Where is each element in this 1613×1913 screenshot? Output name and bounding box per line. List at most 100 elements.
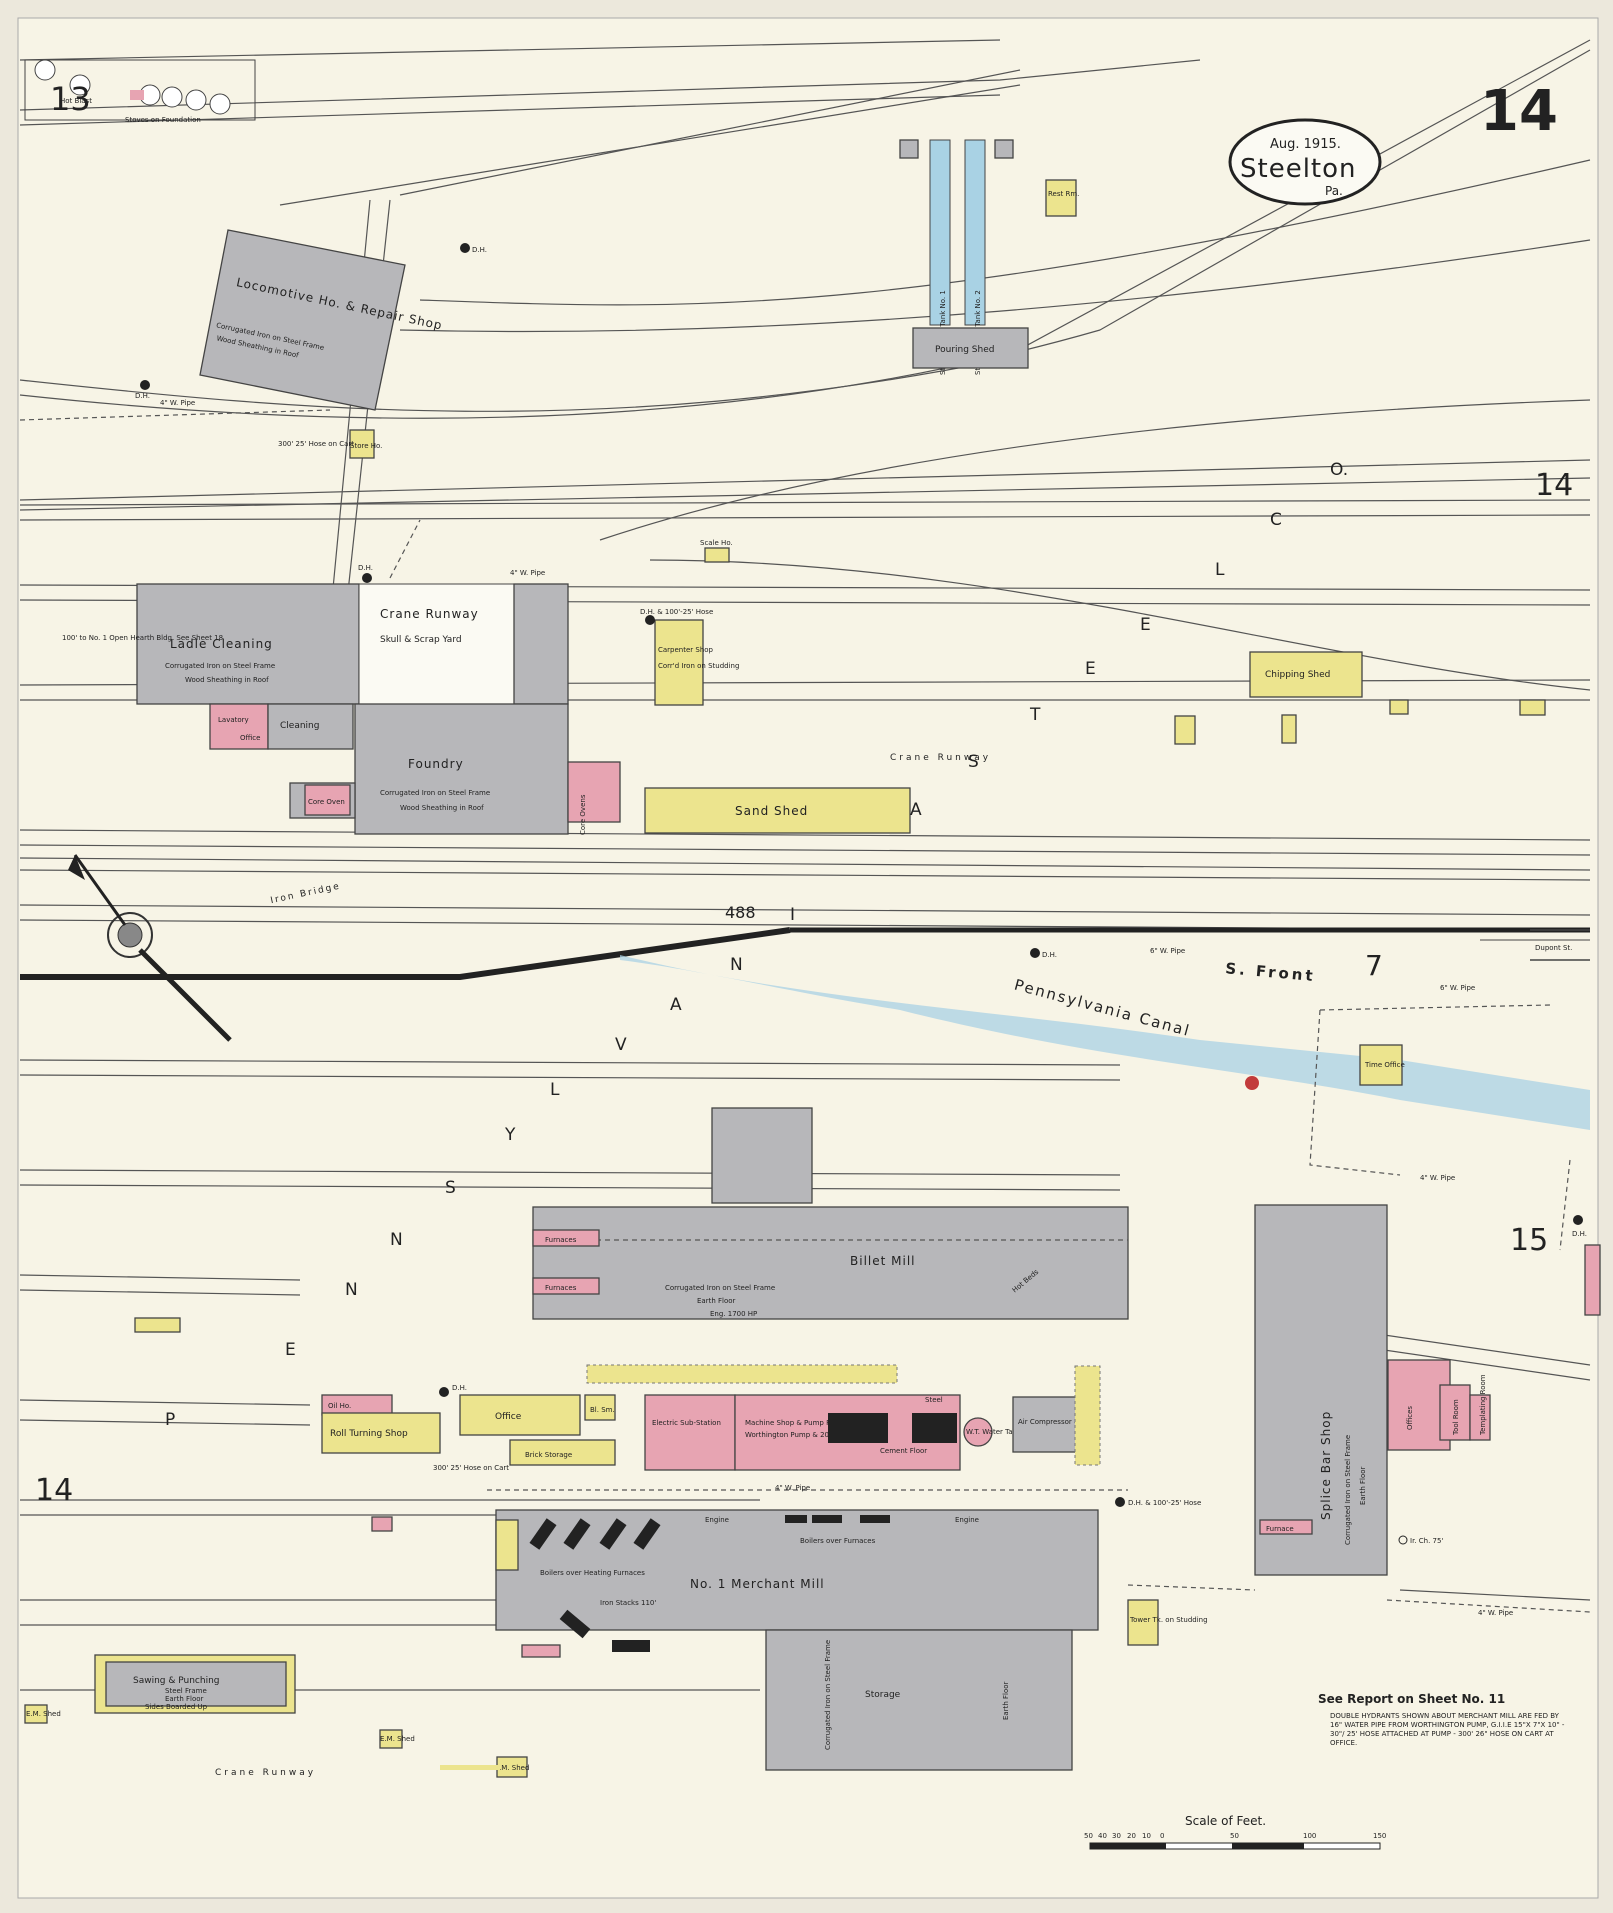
small-shed-2	[1519, 699, 1546, 716]
foundry: Foundry Corrugated Iron on Steel Frame W…	[289, 703, 621, 835]
hydrant-note: Double hydrants shown about merchant mil…	[1330, 1712, 1565, 1747]
chipping-shed	[1249, 651, 1363, 698]
small-yellow-shed	[134, 1317, 181, 1333]
crane-rail-strip	[440, 1765, 500, 1770]
bl-sm	[584, 1394, 616, 1421]
svg-text:Skull & Scrap Yard: Skull & Scrap Yard	[380, 635, 462, 645]
svg-text:100' to No. 1 Open Hearth Bldg: 100' to No. 1 Open Hearth Bldg. See Shee…	[62, 634, 223, 642]
svg-text:Furnaces: Furnaces	[545, 1284, 577, 1292]
svg-text:Oil Ho.: Oil Ho.	[328, 1402, 351, 1410]
crane-runway-label-top: Crane Runway	[890, 753, 991, 763]
route-488-label: 488	[725, 903, 756, 922]
svg-text:Eng. 1700 HP: Eng. 1700 HP	[710, 1310, 757, 1318]
svg-text:A: A	[910, 800, 922, 820]
em-shed	[24, 1704, 48, 1724]
svg-text:Earth Floor: Earth Floor	[1002, 1681, 1010, 1720]
map-date: Aug. 1915.	[1270, 137, 1341, 152]
svg-text:E.M. Shed: E.M. Shed	[26, 1710, 61, 1718]
svg-text:Chipping Shed: Chipping Shed	[1265, 670, 1330, 680]
svg-text:20: 20	[1127, 1832, 1136, 1840]
north-arrow-icon	[68, 854, 232, 1042]
splice-bar-shop: Splice Bar Shop Corrugated Iron on Steel…	[1254, 1204, 1388, 1576]
water-pipes	[19, 409, 1591, 1613]
sand-shed	[644, 787, 911, 834]
svg-text:Templating Room: Templating Room	[1479, 1374, 1487, 1436]
svg-text:L: L	[1215, 560, 1225, 580]
svg-text:Bl. Sm.: Bl. Sm.	[590, 1406, 615, 1414]
svg-text:Earth Floor: Earth Floor	[1359, 1466, 1367, 1505]
svg-text:N: N	[390, 1230, 403, 1250]
hydrants: D.H. D.H. D.H. D.H. & 100'-25' Hose D.H.…	[135, 243, 1587, 1545]
carpenter-shop	[654, 619, 704, 706]
svg-text:Corrugated Iron on Steel Frame: Corrugated Iron on Steel Frame	[824, 1640, 832, 1750]
svg-text:Lavatory: Lavatory	[218, 716, 249, 724]
svg-text:Boilers over Furnaces: Boilers over Furnaces	[800, 1537, 876, 1545]
svg-text:Engine: Engine	[955, 1516, 979, 1524]
svg-text:Carpenter Shop: Carpenter Shop	[658, 646, 714, 654]
merchant-mill: Engine Engine Boilers over Furnaces Boil…	[495, 1509, 1099, 1771]
svg-text:Corrugated Iron on Steel Frame: Corrugated Iron on Steel Frame	[1344, 1435, 1352, 1545]
svg-text:Sand Shed: Sand Shed	[735, 804, 808, 818]
brick-storage	[509, 1439, 616, 1466]
svg-text:Wood Sheathing in Roof: Wood Sheathing in Roof	[185, 676, 269, 684]
adjacent-sheet-15: 15	[1510, 1223, 1548, 1258]
small-shed-3	[1389, 699, 1409, 715]
svg-text:30: 30	[1112, 1832, 1121, 1840]
svg-text:100: 100	[1303, 1832, 1316, 1840]
svg-text:Air Compressor (Steel): Air Compressor (Steel)	[1018, 1418, 1097, 1426]
svg-text:Sawing & Punching: Sawing & Punching	[133, 1676, 220, 1686]
time-office	[1359, 1044, 1403, 1086]
svg-text:Billet Mill: Billet Mill	[850, 1254, 916, 1268]
svg-text:Storage: Storage	[865, 1690, 901, 1700]
roll-turning-shop	[321, 1412, 441, 1454]
svg-text:S: S	[968, 752, 979, 772]
compressor-annex	[1074, 1365, 1101, 1466]
svg-text:E: E	[285, 1340, 296, 1360]
report-note: See Report on Sheet No. 11	[1318, 1692, 1505, 1706]
svg-text:Scale Ho.: Scale Ho.	[700, 539, 733, 547]
svg-text:4" W. Pipe: 4" W. Pipe	[1478, 1609, 1513, 1617]
svg-text:Furnaces: Furnaces	[545, 1236, 577, 1244]
svg-text:Corr'd Iron on Studding: Corr'd Iron on Studding	[658, 662, 739, 670]
svg-text:Brick Storage: Brick Storage	[525, 1451, 572, 1459]
svg-text:Y: Y	[504, 1125, 516, 1145]
scale-house	[704, 547, 730, 563]
small-pink-shed	[371, 1516, 393, 1532]
hot-blast-stoves: Hot Blast Stoves on Foundation	[24, 59, 256, 124]
svg-text:Furnace: Furnace	[1266, 1525, 1294, 1533]
svg-text:Tool Room: Tool Room	[1452, 1399, 1460, 1436]
svg-text:Core Ovens: Core Ovens	[579, 794, 587, 835]
buildings: Locomotive Ho. & Repair Shop Corrugated …	[24, 59, 1601, 1778]
scale-bar: Scale of Feet. 50 40 30 20 10 0 50 100 1…	[1084, 1814, 1386, 1850]
air-compressor	[1012, 1396, 1079, 1453]
street-number-7: 7	[1365, 949, 1383, 982]
svg-text:D.H.: D.H.	[452, 1384, 467, 1392]
svg-text:Wood Sheathing in Roof: Wood Sheathing in Roof	[400, 804, 484, 812]
svg-text:Hot Blast: Hot Blast	[60, 97, 92, 105]
svg-text:I: I	[790, 905, 795, 925]
svg-text:Rest Rm.: Rest Rm.	[1048, 190, 1079, 198]
svg-text:D.H. & 100'-25' Hose: D.H. & 100'-25' Hose	[640, 608, 713, 616]
svg-text:6" W. Pipe: 6" W. Pipe	[1440, 984, 1475, 992]
map-state: Pa.	[1325, 184, 1343, 198]
ladle-cleaning: Ladle Cleaning Corrugated Iron on Steel …	[62, 583, 360, 705]
svg-text:Tower Tk. on Studding: Tower Tk. on Studding	[1129, 1616, 1208, 1624]
svg-text:Foundry: Foundry	[408, 757, 464, 771]
electric-sub-station	[644, 1394, 736, 1471]
svg-text:Steel: Steel	[925, 1396, 943, 1404]
svg-text:0: 0	[1160, 1832, 1164, 1840]
svg-text:Sides Boarded Up: Sides Boarded Up	[145, 1703, 208, 1711]
company-lettering: P E N N S Y L V A N I A S T E E L C O.	[165, 460, 1348, 1430]
svg-text:D.H.: D.H.	[358, 564, 373, 572]
svg-text:50: 50	[1230, 1832, 1239, 1840]
svg-text:6" W. Pipe: 6" W. Pipe	[1150, 947, 1185, 955]
rest-room	[1045, 179, 1077, 217]
svg-text:Core Oven: Core Oven	[308, 798, 345, 806]
svg-text:4" W. Pipe: 4" W. Pipe	[160, 399, 195, 407]
svg-text:300' 25' Hose on Cart: 300' 25' Hose on Cart	[278, 440, 354, 448]
office-building	[459, 1394, 581, 1436]
adjacent-sheet-14-right: 14	[1535, 468, 1573, 503]
small-shed	[1174, 715, 1196, 745]
crane-runway-band	[586, 1364, 898, 1384]
svg-text:Cement Floor: Cement Floor	[880, 1447, 927, 1455]
